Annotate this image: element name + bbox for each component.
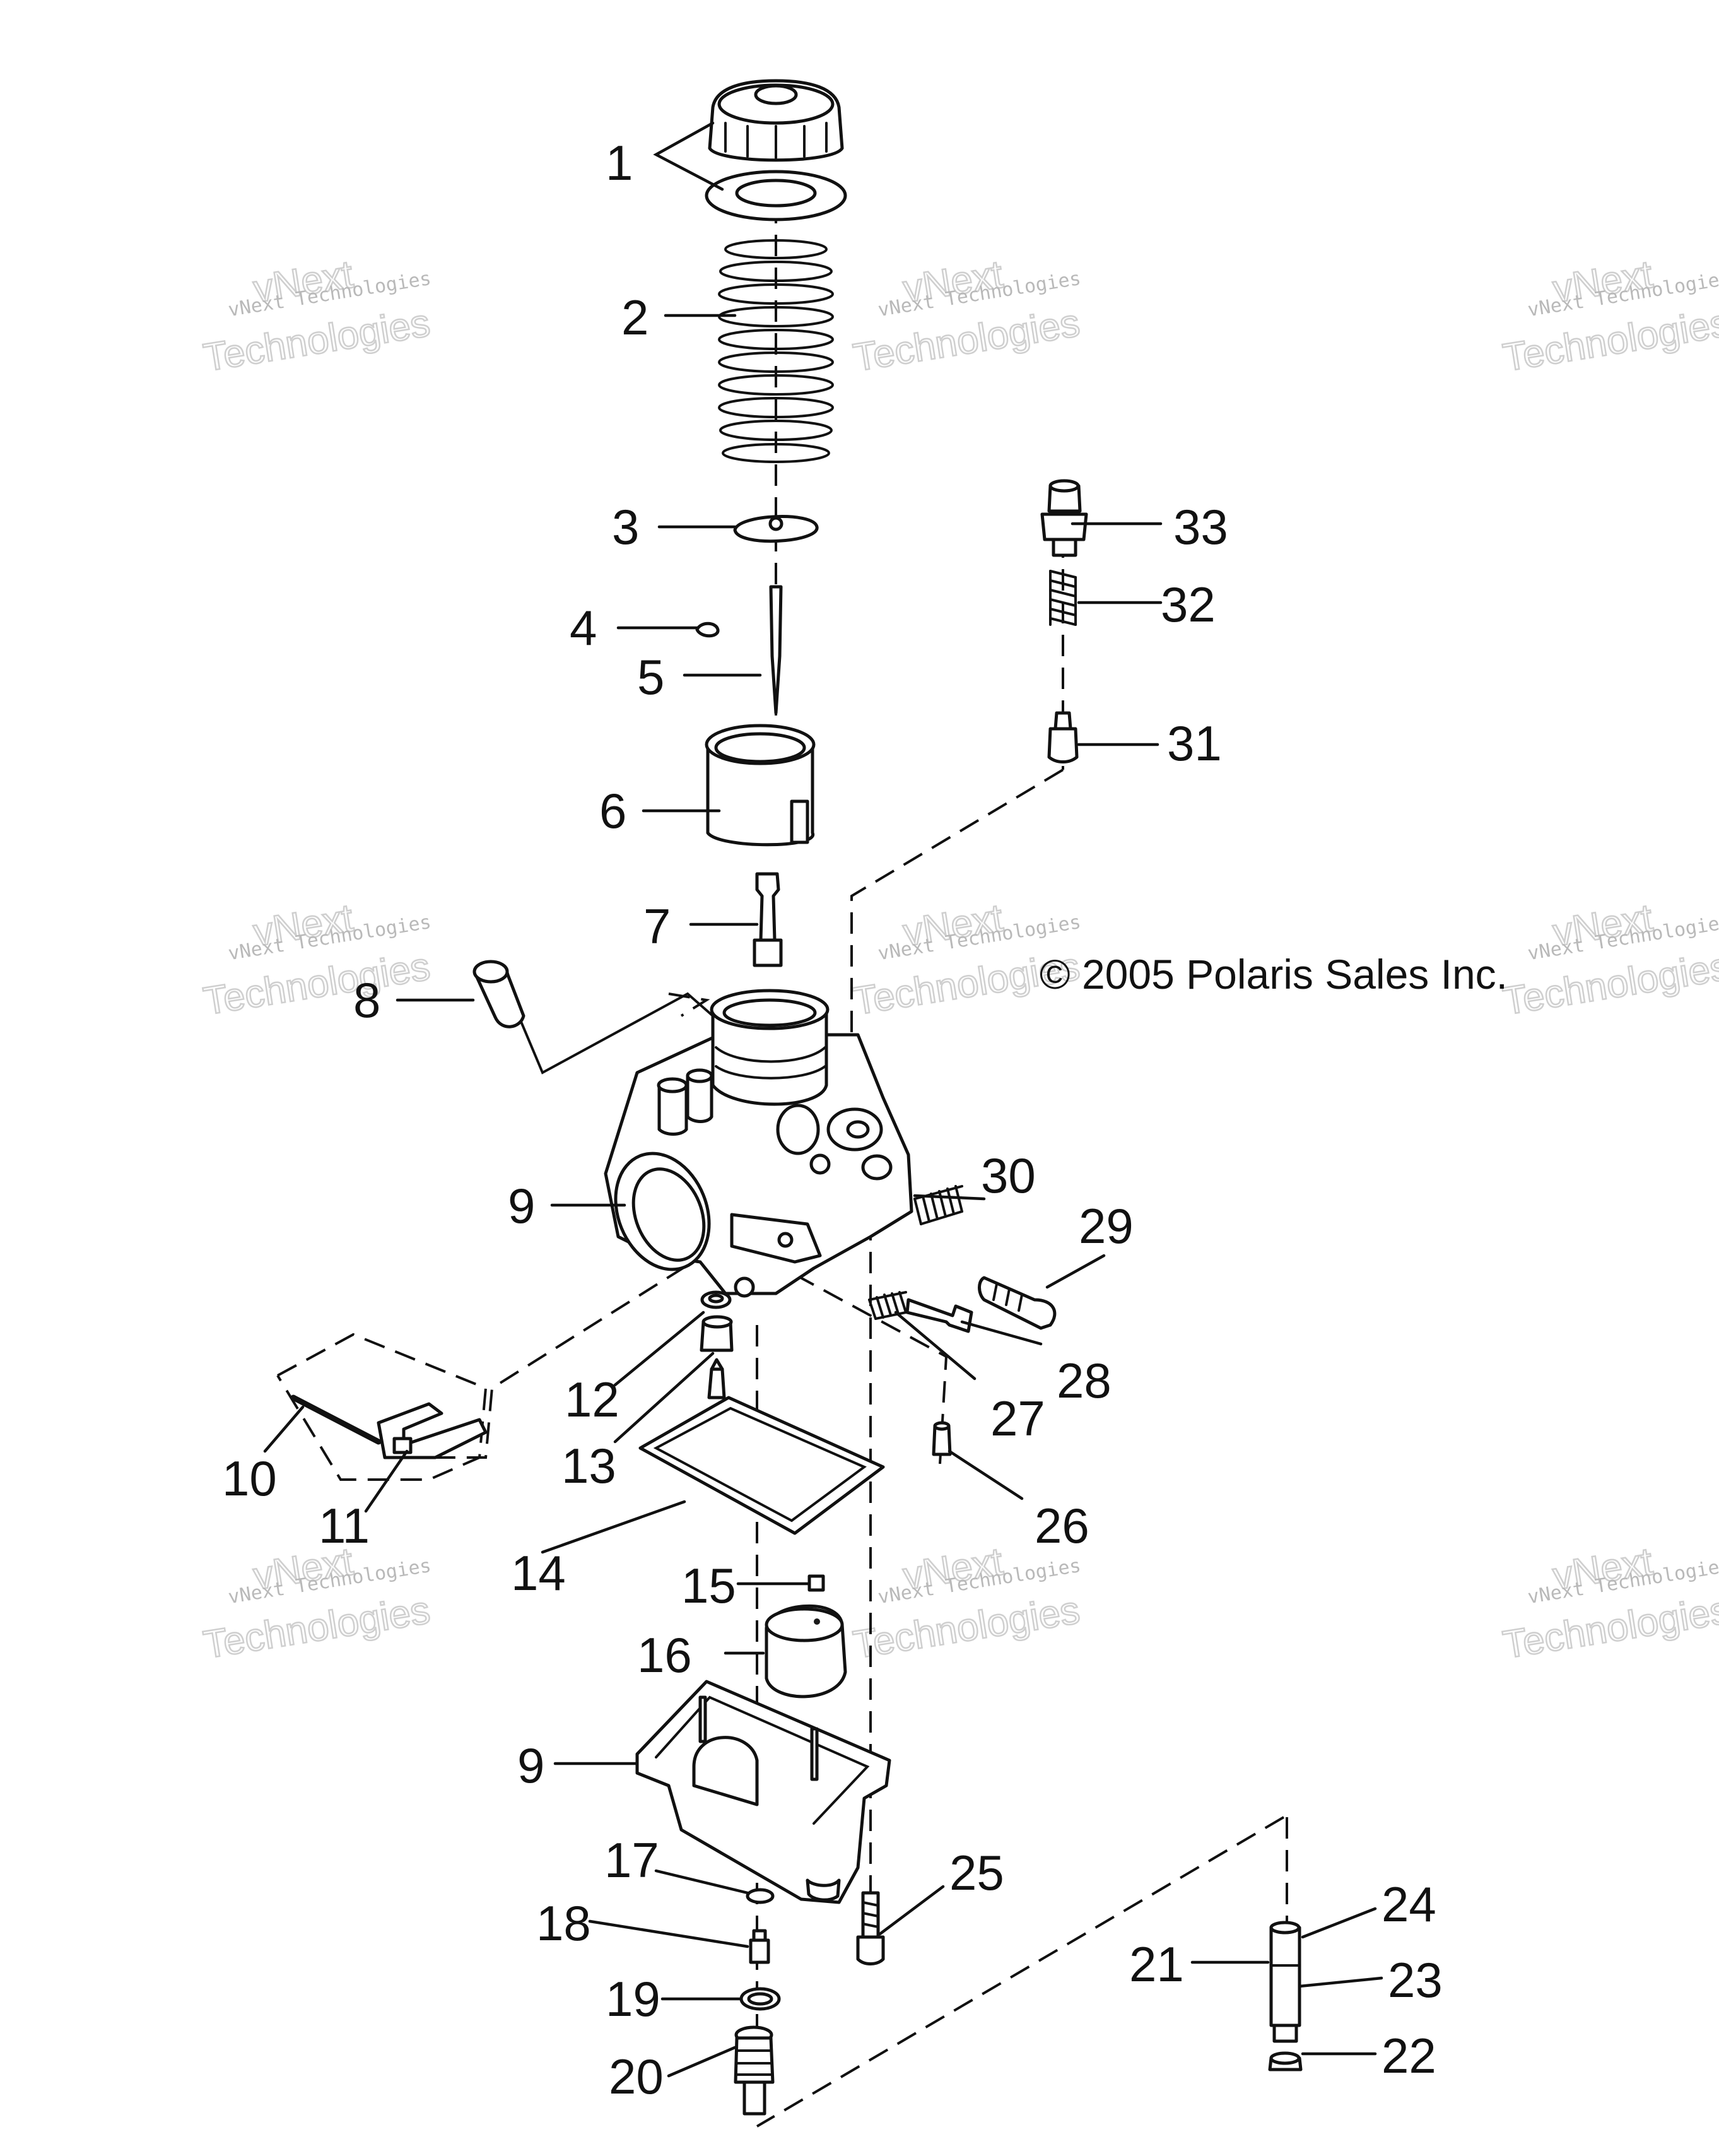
callout-22: 22 bbox=[1382, 2028, 1436, 2083]
callout-10: 10 bbox=[222, 1451, 277, 1506]
callout-24: 24 bbox=[1382, 1876, 1436, 1932]
part-14-float-bowl-gasket bbox=[638, 1396, 885, 1535]
part-10-11-float-pin-arm bbox=[276, 1333, 488, 1481]
watermark: vNext vNext Technologies Technologies bbox=[850, 252, 1084, 380]
callout-29: 29 bbox=[1079, 1198, 1134, 1254]
part-12-washer bbox=[700, 1290, 732, 1309]
callout-5: 5 bbox=[637, 649, 664, 705]
part-28-pilot-air-screw bbox=[905, 1298, 973, 1333]
part-9-carburetor-body bbox=[604, 989, 913, 1298]
callout-21: 21 bbox=[1129, 1936, 1184, 1992]
watermark: vNext vNext Technologies Technologies bbox=[200, 895, 434, 1024]
part-5-jet-needle bbox=[769, 585, 783, 715]
part-1-cap bbox=[705, 79, 847, 221]
callout-13: 13 bbox=[561, 1438, 616, 1493]
callout-16: 16 bbox=[637, 1627, 692, 1683]
callout-14: 14 bbox=[511, 1545, 566, 1601]
part-6-throttle-slide bbox=[705, 724, 816, 847]
part-3-needle-retainer-plate bbox=[733, 515, 819, 543]
callout-26: 26 bbox=[1035, 1498, 1089, 1553]
part-7-needle-jet bbox=[753, 872, 783, 967]
watermark: vNext vNext Technologies Technologies bbox=[1499, 252, 1719, 380]
part-18-main-jet bbox=[749, 1929, 770, 1964]
callout-18: 18 bbox=[536, 1895, 591, 1951]
callout-19: 19 bbox=[606, 1971, 660, 2027]
callout-9b: 9 bbox=[517, 1738, 544, 1793]
part-27-spring bbox=[868, 1291, 907, 1320]
watermark: vNext vNext Technologies Technologies bbox=[1499, 895, 1719, 1024]
callout-1: 1 bbox=[606, 135, 633, 191]
copyright-notice: © 2005 Polaris Sales Inc. bbox=[1040, 951, 1508, 998]
callout-15: 15 bbox=[681, 1558, 736, 1613]
part-23-tube-end bbox=[1272, 2023, 1298, 2043]
part-17-washer bbox=[746, 1888, 775, 1904]
callout-6: 6 bbox=[599, 783, 626, 839]
part-2-spring bbox=[718, 239, 834, 463]
watermark: vNext vNext Technologies Technologies bbox=[200, 1539, 434, 1668]
part-30-spring bbox=[913, 1185, 963, 1225]
callout-4: 4 bbox=[570, 600, 597, 656]
part-22-cap-nut bbox=[1268, 2051, 1303, 2071]
part-29-throttle-stop-screw bbox=[978, 1276, 1057, 1330]
callout-7: 7 bbox=[643, 898, 671, 954]
callout-33: 33 bbox=[1173, 499, 1228, 555]
leader-lines bbox=[263, 121, 1383, 2078]
part-21-overflow-tube bbox=[1269, 1921, 1301, 2027]
part-8-rubber-cap bbox=[472, 960, 525, 1028]
part-4-e-clip bbox=[695, 621, 720, 638]
part-16-float bbox=[765, 1604, 847, 1699]
callout-9: 9 bbox=[508, 1178, 535, 1234]
part-9-float-bowl bbox=[635, 1680, 891, 1904]
part-20-drain-plug bbox=[734, 2025, 775, 2116]
callout-12: 12 bbox=[565, 1372, 619, 1427]
callout-31: 31 bbox=[1167, 716, 1222, 771]
callout-labels: 1 2 3 4 5 6 7 8 9 9 10 11 12 13 14 15 16… bbox=[222, 135, 1443, 2104]
part-31-choke-plunger bbox=[1047, 711, 1079, 763]
callout-23: 23 bbox=[1388, 1952, 1443, 2008]
part-26-pilot-jet bbox=[932, 1421, 952, 1456]
callout-3: 3 bbox=[612, 499, 639, 555]
part-32-choke-spring bbox=[1049, 570, 1077, 626]
callout-30: 30 bbox=[981, 1148, 1036, 1203]
watermark: vNext vNext Technologies Technologies bbox=[1499, 1539, 1719, 1668]
part-33-choke-nut bbox=[1040, 479, 1088, 557]
callout-32: 32 bbox=[1161, 577, 1216, 632]
callout-11: 11 bbox=[319, 1498, 370, 1553]
part-19-o-ring bbox=[739, 1987, 781, 2011]
callout-8: 8 bbox=[353, 972, 380, 1028]
callout-17: 17 bbox=[604, 1832, 659, 1888]
watermark: vNext vNext Technologies Technologies bbox=[200, 252, 434, 380]
callout-25: 25 bbox=[949, 1845, 1004, 1900]
part-15-pin bbox=[807, 1574, 825, 1592]
callout-27: 27 bbox=[990, 1391, 1045, 1446]
callout-2: 2 bbox=[621, 290, 648, 345]
part-13-needle-valve bbox=[700, 1315, 734, 1399]
part-25-screw bbox=[856, 1891, 885, 1965]
callout-28: 28 bbox=[1057, 1353, 1112, 1408]
callout-20: 20 bbox=[609, 2049, 664, 2104]
